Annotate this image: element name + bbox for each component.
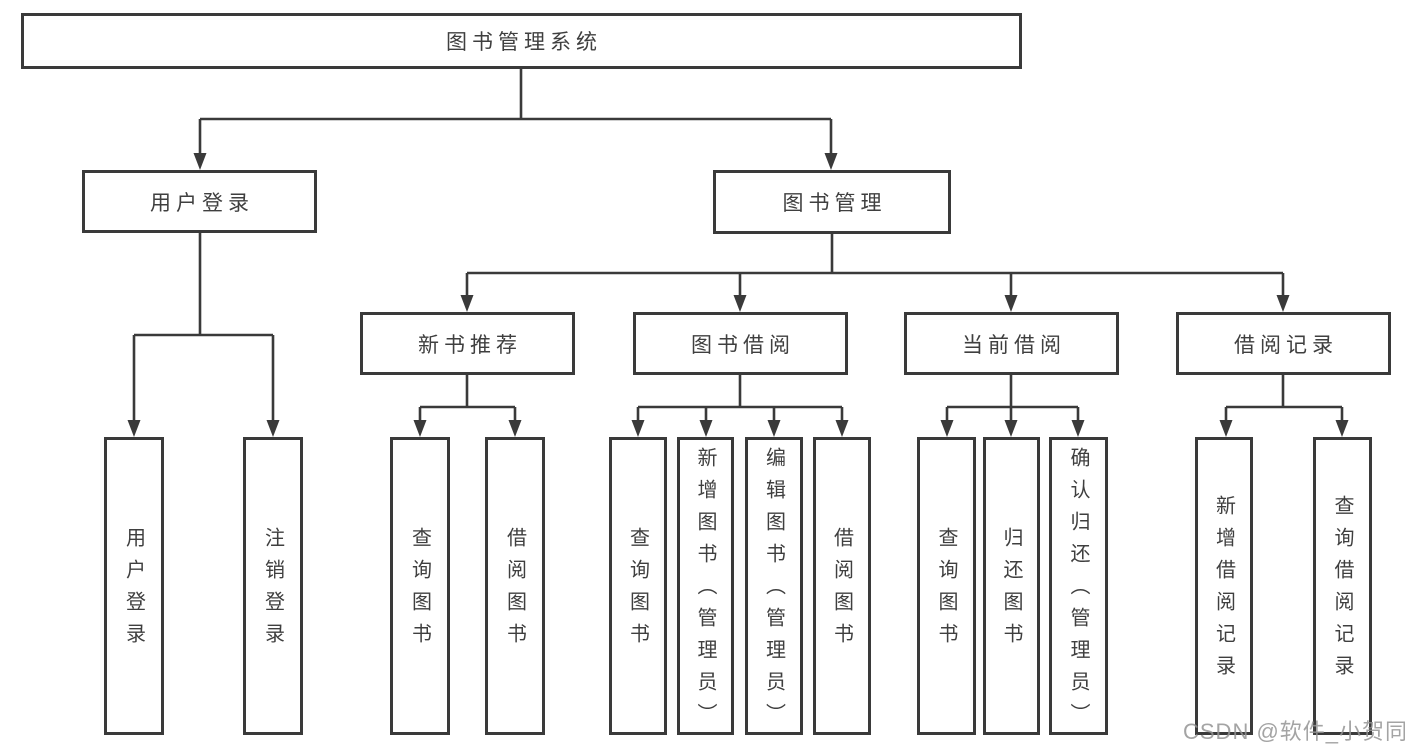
node-current-borrow: 当前借阅 bbox=[904, 312, 1119, 375]
node-book-management: 图书管理 bbox=[713, 170, 951, 234]
leaf-confirm-return-admin: 确认归还（管理员） bbox=[1049, 437, 1108, 735]
arrowheads bbox=[127, 153, 1349, 437]
leaf-edit-book-admin: 编辑图书（管理员） bbox=[745, 437, 803, 735]
leaf-current-search-book: 查询图书 bbox=[917, 437, 976, 735]
leaf-borrow-search-book: 查询图书 bbox=[609, 437, 667, 735]
tree-edges bbox=[132, 69, 1344, 421]
leaf-add-book-admin: 新增图书（管理员） bbox=[677, 437, 734, 735]
node-user-login: 用户登录 bbox=[82, 170, 317, 233]
node-book-borrow: 图书借阅 bbox=[633, 312, 848, 375]
leaf-logout: 注销登录 bbox=[243, 437, 303, 735]
leaf-recommend-search-book: 查询图书 bbox=[390, 437, 450, 735]
leaf-borrow-book: 借阅图书 bbox=[813, 437, 871, 735]
node-borrow-records: 借阅记录 bbox=[1176, 312, 1391, 375]
leaf-add-borrow-record: 新增借阅记录 bbox=[1195, 437, 1253, 735]
leaf-return-book: 归还图书 bbox=[983, 437, 1040, 735]
node-book-management-system: 图书管理系统 bbox=[21, 13, 1022, 69]
node-new-book-recommend: 新书推荐 bbox=[360, 312, 575, 375]
leaf-user-login: 用户登录 bbox=[104, 437, 164, 735]
leaf-search-borrow-record: 查询借阅记录 bbox=[1313, 437, 1372, 735]
leaf-recommend-borrow-book: 借阅图书 bbox=[485, 437, 545, 735]
csdn-watermark: CSDN @软件_小贺同学 bbox=[1183, 719, 1405, 744]
